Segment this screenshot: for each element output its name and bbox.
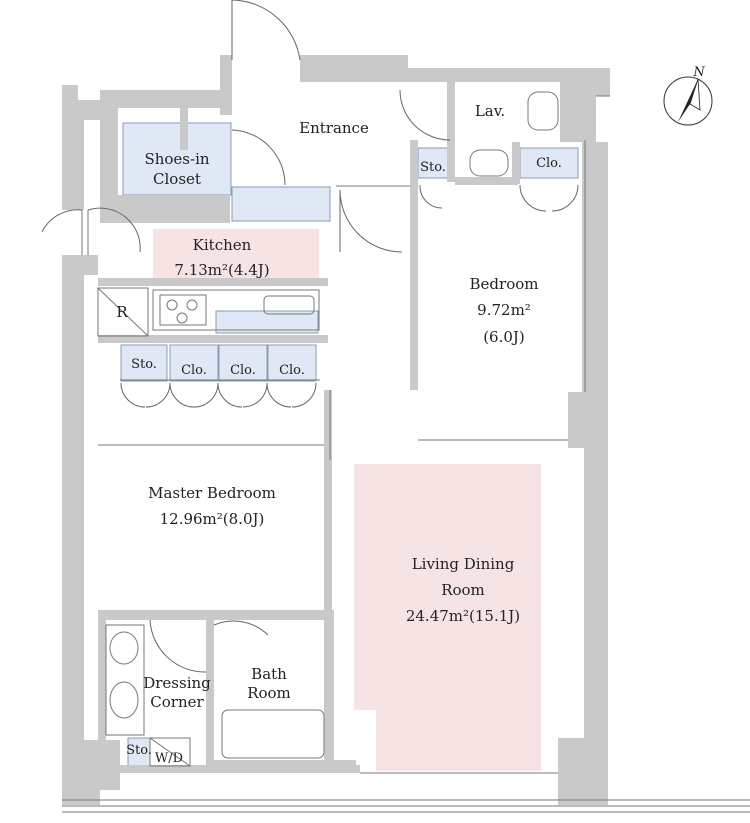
living-area: 24.47m²(15.1J): [406, 607, 520, 625]
fridge-label: R: [116, 303, 128, 321]
living-label-2: Room: [441, 581, 485, 599]
clo-2-label: Clo.: [230, 363, 256, 378]
living-label-1: Living Dining: [412, 555, 515, 573]
master-bedroom-area: 12.96m²(8.0J): [160, 510, 265, 528]
compass-north-label: N: [692, 65, 705, 80]
sto-bedroom-label: Sto.: [420, 160, 446, 175]
wd-label: W/D: [155, 751, 183, 766]
doors: [41, 0, 579, 673]
walls: [62, 55, 610, 805]
master-bedroom-label: Master Bedroom: [148, 484, 276, 502]
entrance-step: [231, 186, 331, 222]
entrance-label: Entrance: [299, 119, 369, 137]
bedroom-label: Bedroom: [470, 275, 539, 293]
kitchen-counter-fill: [215, 310, 319, 334]
clo-3-label: Clo.: [279, 363, 305, 378]
kitchen-highlight: [153, 229, 319, 279]
shoes-closet-label-2: Closet: [153, 170, 201, 188]
lav-label: Lav.: [475, 102, 505, 120]
partitions: [98, 185, 568, 460]
kitchen-label: Kitchen: [193, 236, 252, 254]
compass: N: [663, 65, 713, 126]
dressing-label-1: Dressing: [143, 674, 211, 692]
sto-master-fill: [120, 344, 168, 382]
fixtures: [97, 91, 559, 767]
clo-bedroom-label: Clo.: [536, 156, 562, 171]
sto-master-label: Sto.: [131, 357, 157, 372]
dressing-label-2: Corner: [150, 693, 204, 711]
bath-label-1: Bath: [251, 665, 287, 683]
north-arrow-icon: [678, 79, 698, 122]
windows: [81, 95, 610, 392]
living-highlight: [354, 464, 541, 771]
bedroom-area: 9.72m²: [477, 301, 531, 319]
balcony-rail: [62, 772, 750, 813]
sto-wd-label: Sto.: [126, 743, 152, 758]
clo-3-fill: [267, 344, 317, 382]
kitchen-area: 7.13m²(4.4J): [174, 261, 269, 279]
shoes-closet-label-1: Shoes-in: [144, 150, 209, 168]
shoes-closet-fill: [122, 122, 232, 196]
bath-label-2: Room: [247, 684, 291, 702]
clo-2-fill: [218, 344, 268, 382]
bedroom-jo: (6.0J): [483, 328, 525, 346]
clo-1-fill: [169, 344, 219, 382]
clo-1-label: Clo.: [181, 363, 207, 378]
